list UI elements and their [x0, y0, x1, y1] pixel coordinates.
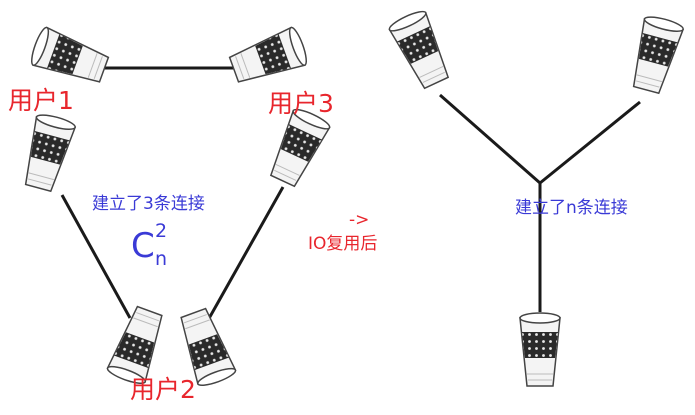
transition-arrow: ->	[349, 210, 370, 230]
cup-right-bottom-icon	[519, 312, 561, 387]
cup-user1-top-icon	[27, 25, 112, 90]
cup-user3-bottom-icon	[263, 105, 333, 191]
cup-right-top-left-icon	[386, 7, 456, 93]
right-connection-lines	[439, 93, 641, 312]
line-top-left-hub	[439, 93, 541, 185]
line-user1-user2	[60, 194, 132, 319]
formula-subscript: n	[155, 248, 168, 270]
cup-right-top-right-icon	[626, 13, 686, 96]
user3-label: 用户3	[268, 89, 334, 118]
io-multiplexing-caption: IO复用后	[308, 234, 378, 254]
user2-label: 用户2	[130, 375, 196, 404]
right-caption: 建立了n条连接	[515, 198, 628, 218]
line-user3-user2	[205, 186, 285, 323]
line-top-right-hub	[539, 100, 641, 185]
left-connection-lines	[60, 66, 285, 323]
left-caption: 建立了3条连接	[92, 194, 205, 214]
cup-user1-bottom-icon	[18, 111, 78, 194]
cup-user3-top-icon	[226, 25, 311, 90]
formula-superscript: 2	[155, 220, 168, 242]
user1-label: 用户1	[8, 86, 74, 115]
combination-formula: C 2 n	[131, 220, 181, 272]
formula-symbol: C	[131, 226, 155, 266]
